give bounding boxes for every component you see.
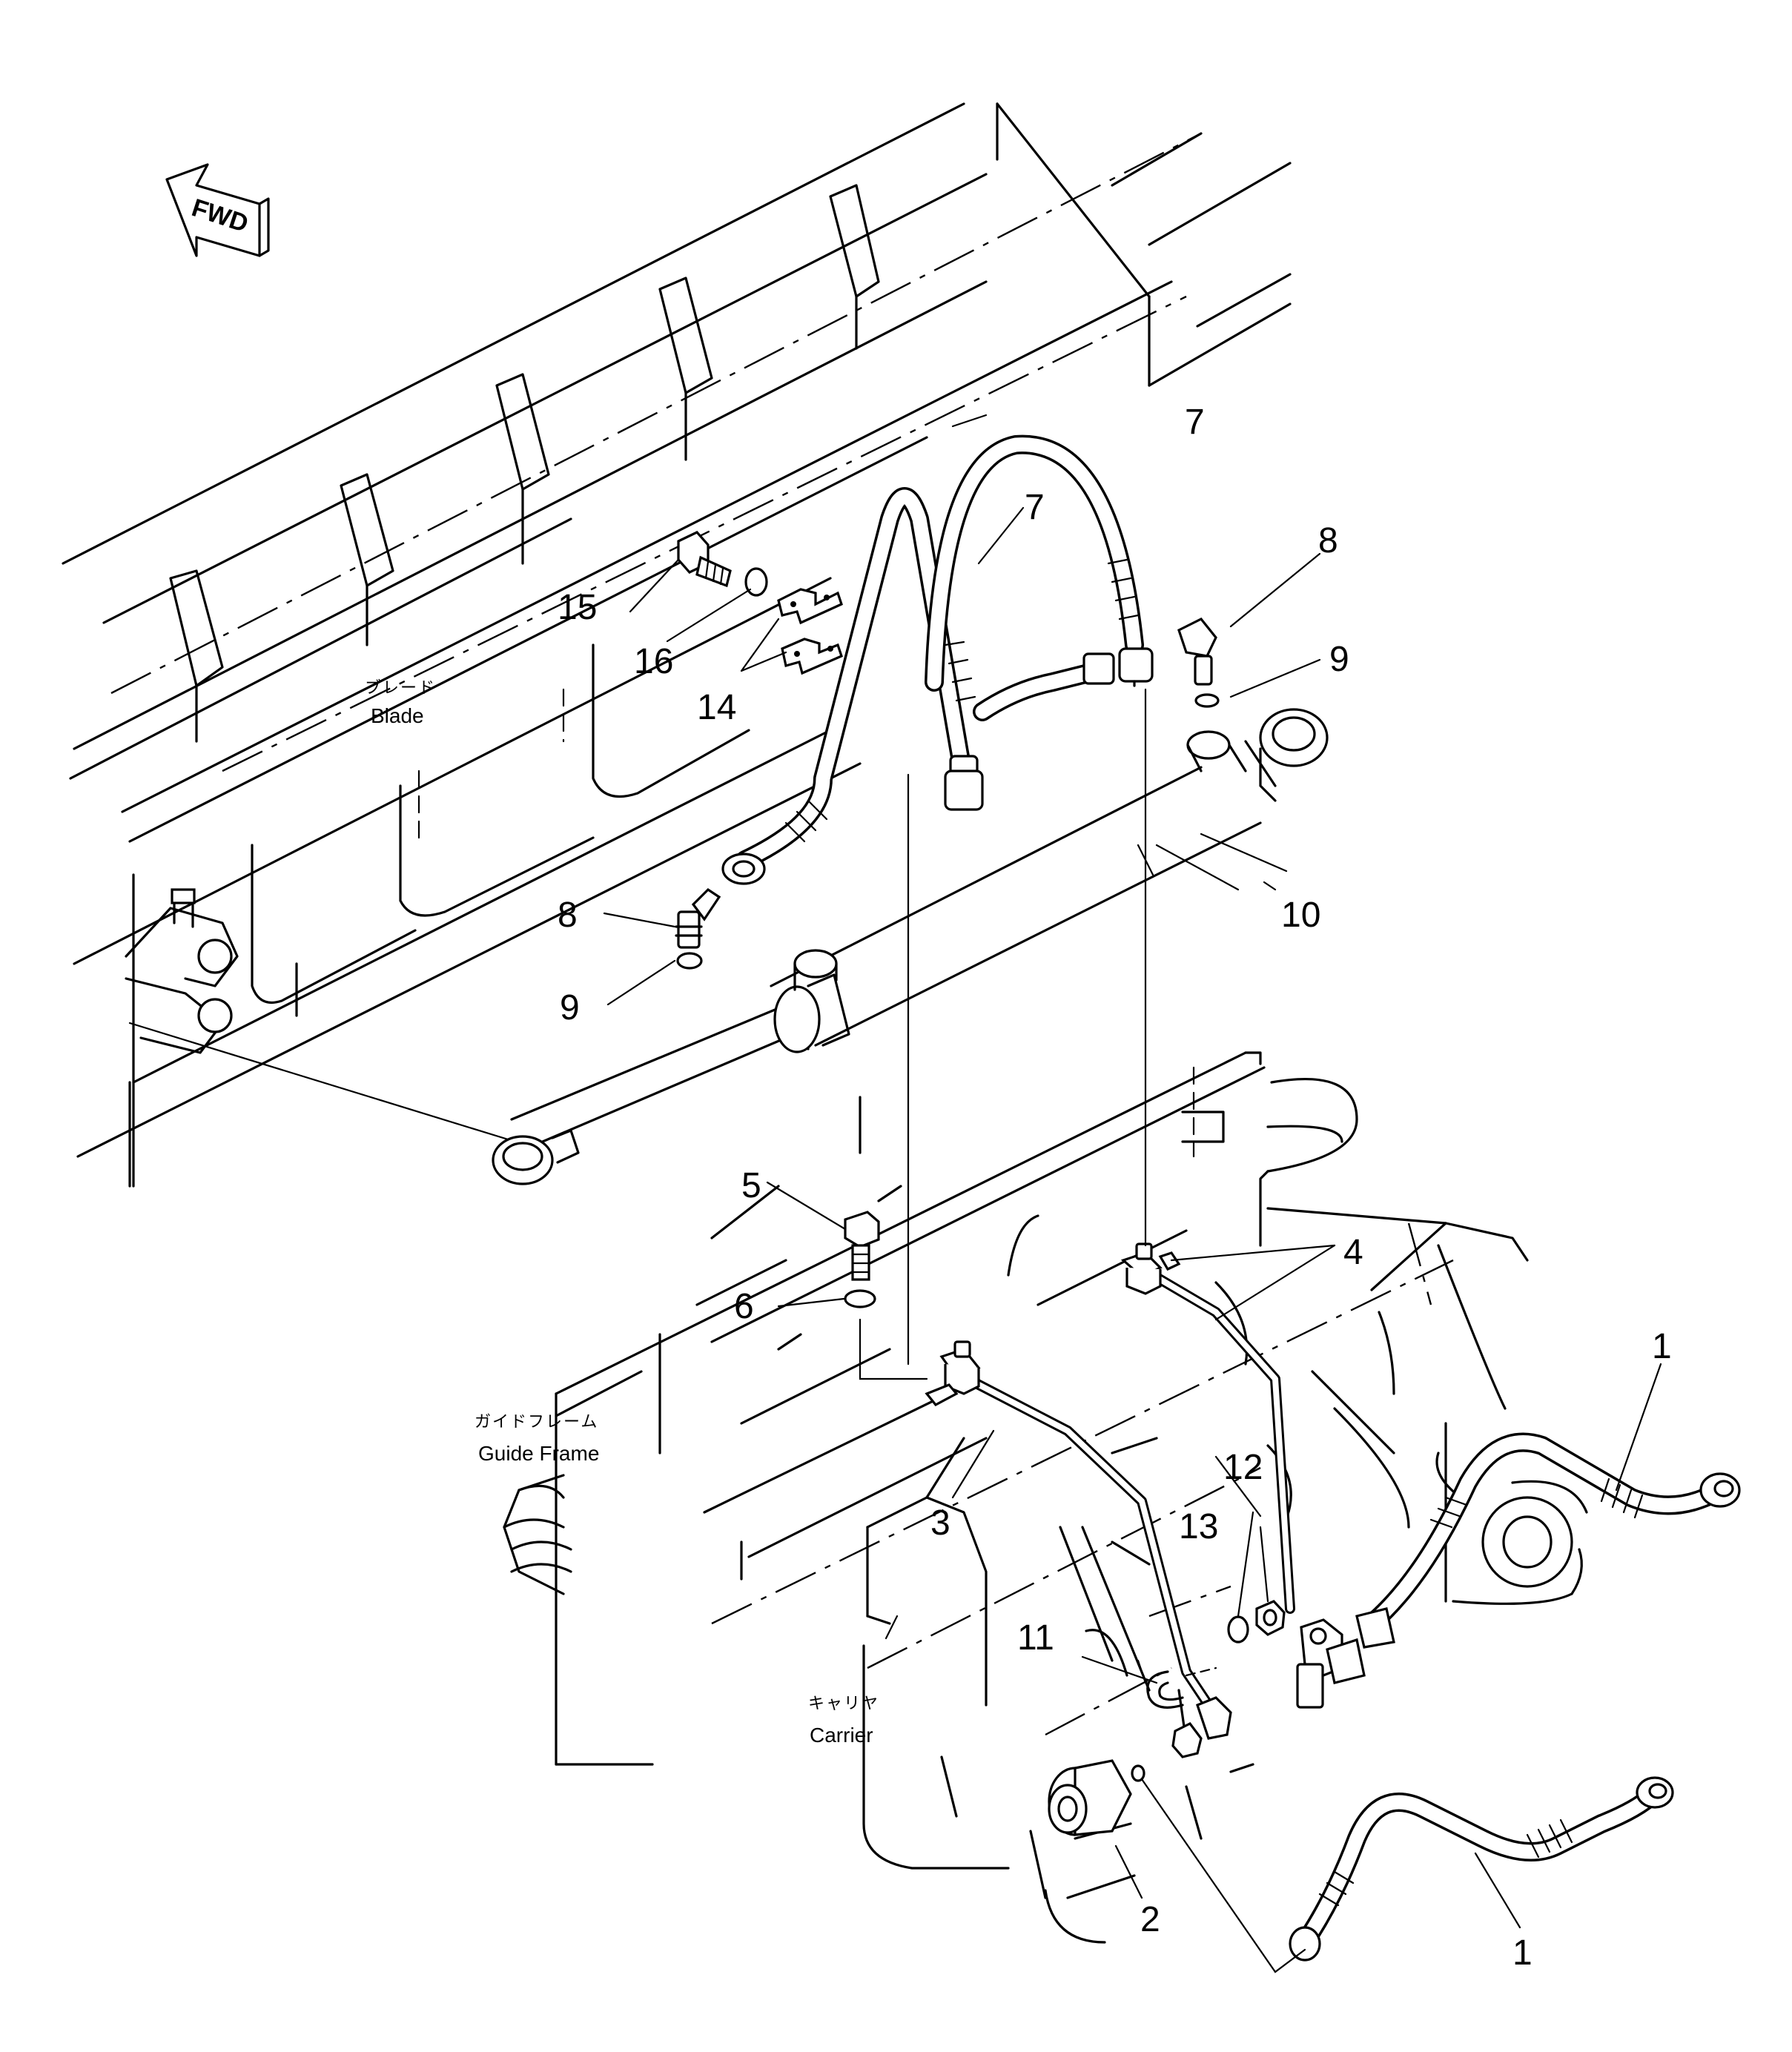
washer-6	[844, 1289, 876, 1308]
o-ring-lower	[676, 952, 703, 970]
tee-fitting	[1296, 1618, 1366, 1709]
washer-16	[744, 567, 768, 597]
callout-4: 4	[1343, 1233, 1363, 1272]
blade-cylinder	[492, 708, 1329, 1185]
clamps-14	[740, 588, 843, 675]
callout-9-lower: 9	[560, 988, 580, 1027]
elbow-fitting-lower	[675, 887, 721, 949]
nut-12	[1255, 1600, 1286, 1636]
callout-8-upper: 8	[1318, 521, 1338, 560]
washer-13	[1227, 1615, 1249, 1644]
blade-label-en: Blade	[371, 704, 424, 727]
callout-9-upper: 9	[1329, 640, 1349, 679]
carrier-label: キャリヤ Carrier	[808, 1695, 879, 1747]
swivel-fitting-2	[1048, 1759, 1145, 1836]
fitting-4	[1120, 1242, 1181, 1295]
fwd-label: FWD	[188, 193, 251, 238]
blade-label-jp: ブレード	[365, 679, 436, 698]
tube-4	[1148, 1270, 1295, 1614]
hose-7-left	[721, 487, 984, 885]
hose-7-right	[925, 434, 1154, 721]
callout-11: 11	[1017, 1618, 1054, 1658]
elbow-fitting-upper	[1177, 617, 1217, 686]
carrier-label-jp: キャリヤ	[808, 1695, 879, 1713]
callout-14: 14	[697, 688, 736, 727]
callout-7-left: 7	[1025, 488, 1045, 527]
leader-lines	[603, 414, 1662, 1973]
callout-labels: 1 1 2 3 4 5 6 7 7 8 8 9 9 10 11 12 13 14…	[558, 403, 1672, 1973]
blade-structure	[62, 102, 1292, 1188]
tube-3	[962, 1374, 1214, 1710]
fwd-arrow-icon: FWD	[165, 163, 270, 257]
callout-8-lower: 8	[558, 896, 578, 935]
fitting-3	[925, 1340, 981, 1407]
carrier-label-en: Carrier	[810, 1724, 873, 1747]
hose-1-upper	[1355, 1432, 1741, 1649]
callout-15: 15	[558, 588, 597, 627]
o-ring-upper	[1194, 693, 1220, 708]
callout-1-upper: 1	[1652, 1327, 1672, 1366]
callout-6: 6	[734, 1287, 754, 1326]
callout-2: 2	[1140, 1900, 1160, 1939]
guide-frame-label-en: Guide Frame	[478, 1442, 599, 1465]
callout-3: 3	[930, 1503, 950, 1543]
guide-frame-label: ガイドフレーム Guide Frame	[475, 1413, 599, 1465]
blade-label: ブレード Blade	[365, 679, 436, 727]
bolt-15	[677, 531, 732, 588]
callout-12: 12	[1223, 1448, 1263, 1487]
callout-1-lower: 1	[1512, 1933, 1533, 1973]
callout-13: 13	[1179, 1507, 1218, 1546]
guide-frame-structure	[503, 1051, 1588, 1944]
u-clip-11	[1146, 1667, 1217, 1709]
bolt-5	[844, 1211, 880, 1281]
guide-frame-label-jp: ガイドフレーム	[475, 1413, 598, 1432]
callout-5: 5	[741, 1166, 761, 1205]
callout-7-right: 7	[1185, 403, 1205, 442]
hose-1-lower	[1289, 1776, 1674, 1962]
bolt-5-centerline	[859, 1318, 928, 1380]
callout-10: 10	[1281, 896, 1320, 935]
callout-16: 16	[634, 642, 673, 681]
nut-on-tube-3	[1171, 1696, 1232, 1758]
